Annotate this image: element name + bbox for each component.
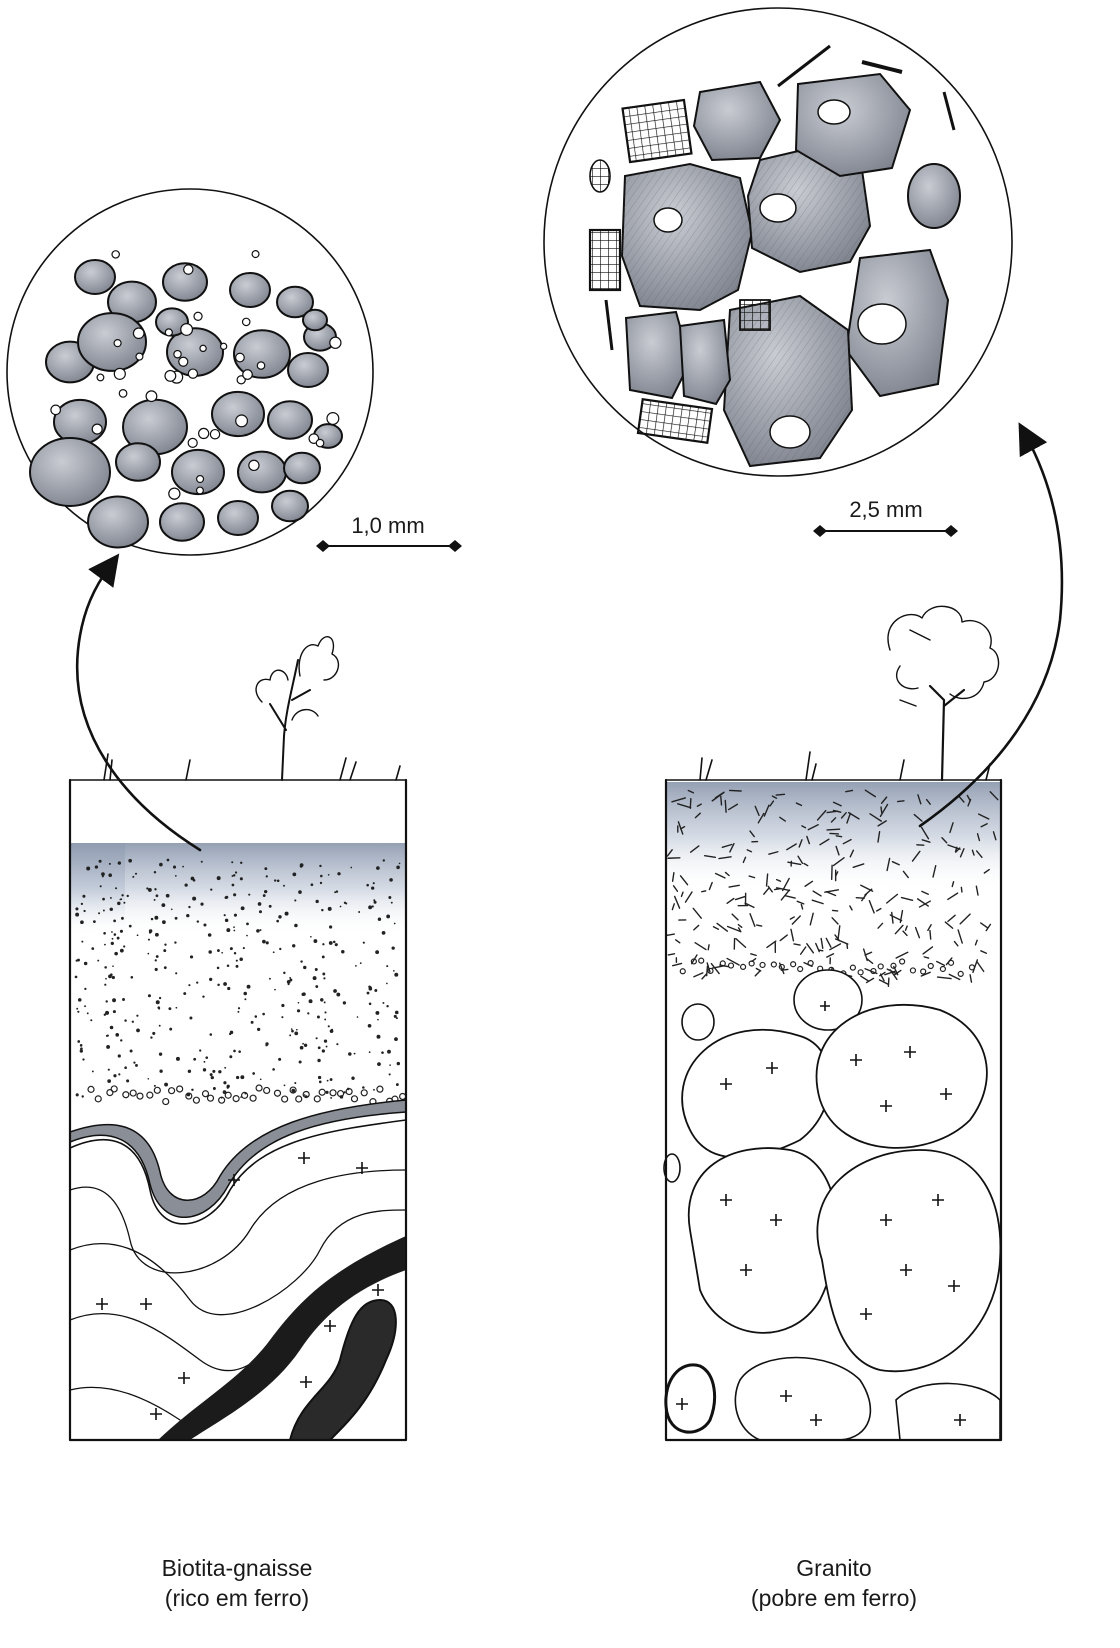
small-grain (184, 265, 193, 274)
small-grain (197, 487, 204, 494)
small-grain (165, 329, 172, 336)
small-grain (243, 370, 253, 380)
small-grain (316, 439, 323, 446)
small-grain (97, 374, 104, 381)
grain (230, 273, 270, 307)
small-grain (236, 353, 245, 362)
small-grain (194, 312, 202, 320)
grain (88, 497, 148, 548)
small-grain (257, 362, 264, 369)
small-grain (165, 370, 176, 381)
grain (303, 310, 327, 330)
small-grain (221, 343, 227, 349)
small-grain (114, 340, 121, 347)
right-rock-name: Granito (796, 1555, 871, 1581)
small-grain (133, 328, 144, 339)
grain (212, 392, 264, 436)
small-grain (92, 424, 102, 434)
granite-boulders (664, 970, 1000, 1440)
grain (30, 438, 110, 506)
left-soil-profile (70, 637, 406, 1440)
small-grain (112, 251, 119, 258)
grain (272, 491, 308, 522)
small-grain (169, 488, 180, 499)
right-iron-note: (pobre em ferro) (751, 1585, 917, 1611)
grain (116, 443, 160, 480)
right-scale-bar: 2,5 mm (813, 497, 958, 537)
small-grain (179, 357, 188, 366)
small-grain (236, 415, 248, 427)
left-scale-label: 1,0 mm (351, 513, 424, 538)
right-magnified-view (544, 8, 1012, 476)
small-grain (188, 369, 197, 378)
small-grain (243, 318, 250, 325)
left-magnified-view (7, 189, 373, 555)
grain (238, 452, 286, 493)
small-grain (327, 413, 339, 425)
grain (78, 313, 146, 371)
grain (218, 501, 258, 535)
small-grain (188, 438, 197, 447)
left-iron-note: (rico em ferro) (165, 1585, 309, 1611)
small-grain (200, 345, 206, 351)
small-grain (114, 368, 125, 379)
small-grain (199, 428, 209, 438)
small-grain (136, 353, 143, 360)
small-grain (197, 476, 204, 483)
small-grain (119, 390, 127, 398)
left-scale-bar: 1,0 mm (316, 513, 462, 552)
right-scale-label: 2,5 mm (849, 497, 922, 522)
small-grain (330, 337, 341, 348)
small-grain (174, 350, 181, 357)
small-grain (51, 405, 61, 415)
grain (160, 503, 204, 540)
grain (75, 260, 115, 294)
grain (268, 401, 312, 438)
grain (284, 453, 320, 484)
left-magnify-arrow (77, 566, 200, 850)
left-rock-name: Biotita-gnaisse (162, 1555, 313, 1581)
right-soil-profile (664, 606, 1001, 1440)
grain (288, 353, 328, 387)
small-grain (249, 460, 259, 470)
small-grain (252, 251, 259, 258)
grain (54, 400, 106, 444)
small-grain (146, 391, 157, 402)
small-grain (181, 324, 193, 336)
small-grain (210, 430, 219, 439)
